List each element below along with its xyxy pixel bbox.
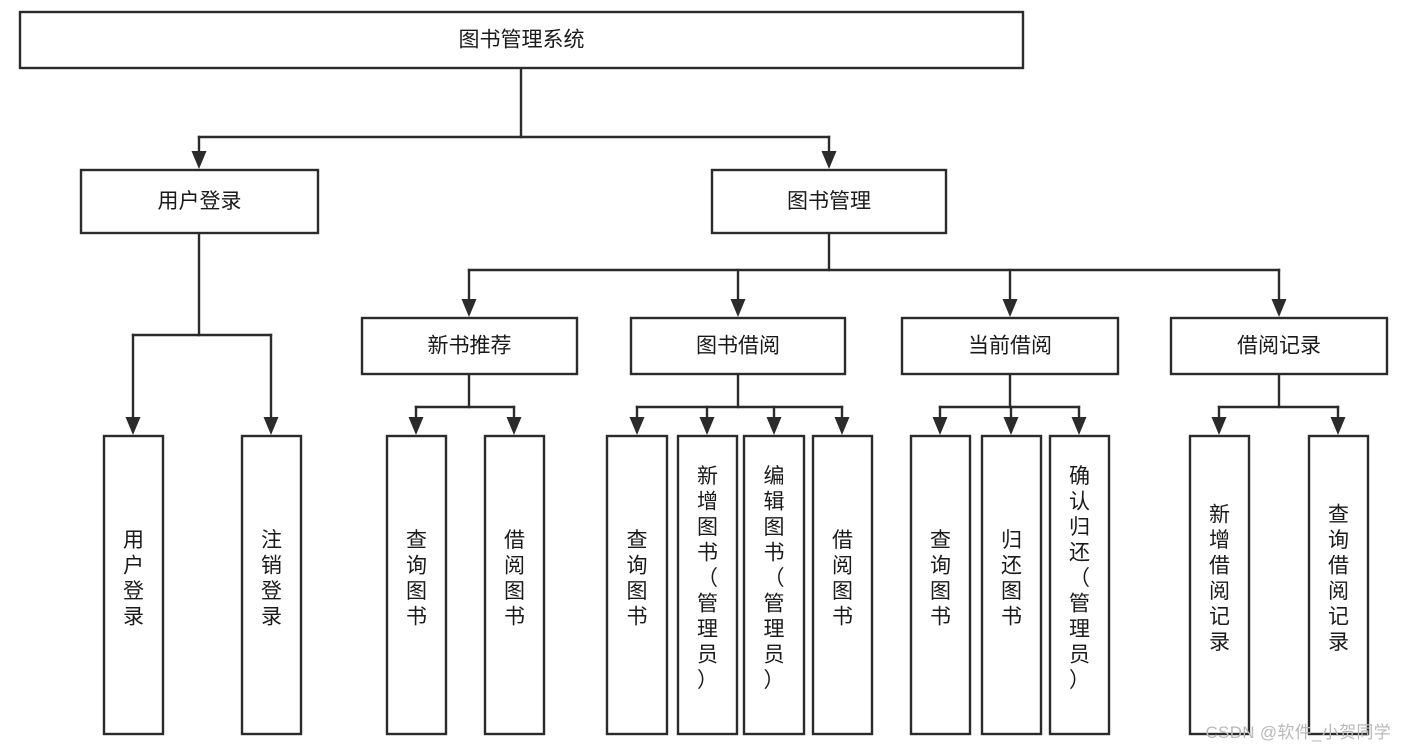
node-label-book-manage: 图书管理 [787, 190, 871, 213]
node-leaf-query-book-3[interactable]: 查询图书 [909, 434, 972, 736]
arrow-head-icon [1330, 417, 1346, 435]
node-box-leaf-edit-book[interactable] [742, 434, 806, 736]
arrow-head-icon [125, 417, 141, 435]
arrow-head-icon [629, 417, 645, 435]
csdn-watermark: CSDN @软件_小贺同学 [1205, 723, 1391, 742]
arrow-head-icon [766, 417, 782, 435]
arrow-head-icon [506, 417, 522, 435]
node-leaf-query-borrow-record[interactable]: 查询借阅记录 [1307, 434, 1370, 736]
arrow-head-icon [730, 299, 746, 317]
connector-book-manage [461, 231, 1287, 317]
node-leaf-add-book[interactable]: 新增图书（管理员） [676, 434, 739, 736]
node-box-new-book-recommend[interactable] [360, 316, 579, 376]
node-user-login[interactable]: 用户登录 [79, 168, 320, 235]
node-borrow-record[interactable]: 借阅记录 [1169, 316, 1389, 376]
arrow-head-icon [1002, 299, 1018, 317]
node-new-book-recommend[interactable]: 新书推荐 [360, 316, 579, 376]
node-box-leaf-add-book[interactable] [676, 434, 739, 736]
node-label-leaf-query-book-3: 查询图书 [930, 529, 951, 629]
node-label-leaf-logout-login: 注销登录 [261, 529, 282, 629]
node-box-book-borrow[interactable] [629, 316, 847, 376]
node-label-root: 图书管理系统 [459, 29, 585, 52]
node-box-root[interactable] [18, 10, 1025, 70]
arrow-head-icon [699, 417, 715, 435]
node-box-leaf-borrow-book-1[interactable] [483, 434, 546, 736]
connector-root [191, 66, 837, 169]
node-book-borrow[interactable]: 图书借阅 [629, 316, 847, 376]
node-label-leaf-confirm-return: 确认归还（管理员） [1069, 465, 1090, 692]
node-label-book-borrow: 图书借阅 [696, 335, 780, 358]
arrow-head-icon [834, 417, 850, 435]
node-leaf-add-borrow-record[interactable]: 新增借阅记录 [1188, 434, 1251, 736]
arrow-head-icon [1271, 299, 1287, 317]
node-label-leaf-add-borrow-record: 新增借阅记录 [1209, 503, 1230, 654]
node-label-leaf-query-book-1: 查询图书 [406, 529, 427, 629]
node-label-leaf-query-borrow-record: 查询借阅记录 [1328, 503, 1349, 654]
arrow-head-icon [461, 299, 477, 317]
connector-book-borrow [629, 372, 850, 435]
arrow-head-icon [408, 417, 424, 435]
arrow-head-icon [932, 417, 948, 435]
arrow-head-icon [263, 417, 279, 435]
node-leaf-logout-login[interactable]: 注销登录 [240, 434, 303, 736]
node-leaf-borrow-book-2[interactable]: 借阅图书 [811, 434, 874, 736]
node-box-leaf-query-book-3[interactable] [909, 434, 972, 736]
node-label-current-borrow: 当前借阅 [968, 335, 1052, 358]
node-box-leaf-return-book[interactable] [980, 434, 1043, 736]
node-box-leaf-query-borrow-record[interactable] [1307, 434, 1370, 736]
arrow-head-icon [1003, 417, 1019, 435]
node-leaf-borrow-book-1[interactable]: 借阅图书 [483, 434, 546, 736]
arrow-head-icon [1211, 417, 1227, 435]
node-leaf-return-book[interactable]: 归还图书 [980, 434, 1043, 736]
node-label-leaf-user-login: 用户登录 [123, 529, 144, 629]
arrow-head-icon [821, 151, 837, 169]
connector-current-borrow [932, 372, 1087, 435]
node-box-user-login[interactable] [79, 168, 320, 235]
node-box-leaf-logout-login[interactable] [240, 434, 303, 736]
node-box-leaf-borrow-book-2[interactable] [811, 434, 874, 736]
node-leaf-edit-book[interactable]: 编辑图书（管理员） [742, 434, 806, 736]
node-label-leaf-query-book-2: 查询图书 [627, 529, 648, 629]
node-box-leaf-confirm-return[interactable] [1048, 434, 1111, 736]
node-label-leaf-return-book: 归还图书 [1001, 529, 1022, 629]
node-box-current-borrow[interactable] [900, 316, 1120, 376]
node-label-new-book-recommend: 新书推荐 [428, 335, 512, 358]
node-label-leaf-add-book: 新增图书（管理员） [697, 465, 718, 692]
node-leaf-user-login[interactable]: 用户登录 [102, 434, 165, 736]
node-label-leaf-borrow-book-2: 借阅图书 [832, 529, 853, 629]
arrow-head-icon [1071, 417, 1087, 435]
node-box-borrow-record[interactable] [1169, 316, 1389, 376]
node-leaf-confirm-return[interactable]: 确认归还（管理员） [1048, 434, 1111, 736]
node-box-leaf-query-book-1[interactable] [385, 434, 448, 736]
node-current-borrow[interactable]: 当前借阅 [900, 316, 1120, 376]
node-root[interactable]: 图书管理系统 [18, 10, 1025, 70]
node-leaf-query-book-2[interactable]: 查询图书 [605, 434, 669, 736]
connector-new-book-recommend [408, 372, 522, 435]
node-box-book-manage[interactable] [710, 168, 948, 235]
connector-layer [125, 66, 1346, 435]
arrow-head-icon [191, 151, 207, 169]
connector-user-login [125, 231, 279, 435]
node-label-user-login: 用户登录 [158, 190, 242, 213]
node-label-leaf-edit-book: 编辑图书（管理员） [764, 465, 785, 692]
node-label-borrow-record: 借阅记录 [1237, 335, 1321, 358]
node-layer: 图书管理系统用户登录图书管理新书推荐图书借阅当前借阅借阅记录用户登录注销登录查询… [18, 10, 1389, 736]
node-box-leaf-query-book-2[interactable] [605, 434, 669, 736]
node-book-manage[interactable]: 图书管理 [710, 168, 948, 235]
node-label-leaf-borrow-book-1: 借阅图书 [504, 529, 525, 629]
connector-borrow-record [1211, 372, 1346, 435]
node-box-leaf-user-login[interactable] [102, 434, 165, 736]
node-box-leaf-add-borrow-record[interactable] [1188, 434, 1251, 736]
node-leaf-query-book-1[interactable]: 查询图书 [385, 434, 448, 736]
